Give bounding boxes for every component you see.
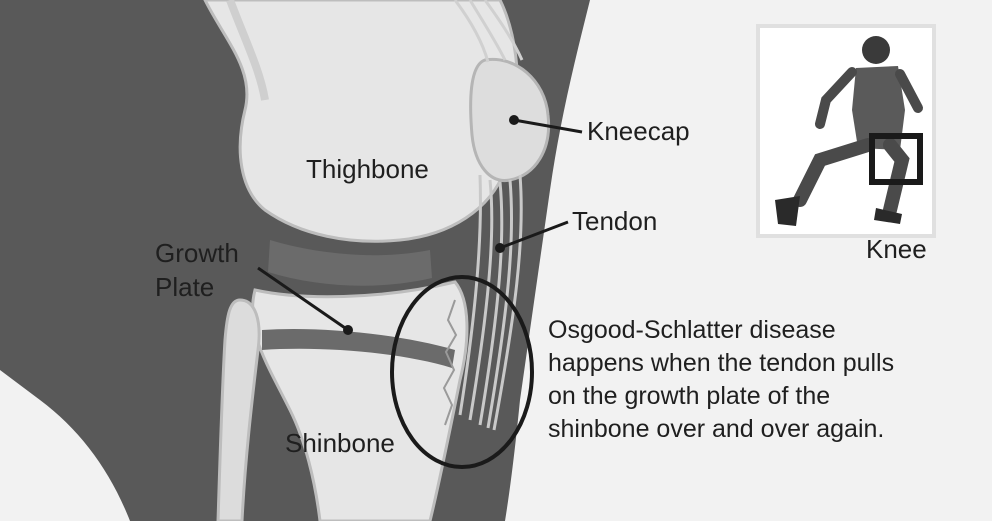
- caption-line-4: shinbone over and over again.: [548, 415, 884, 443]
- shinbone-label: Shinbone: [285, 428, 395, 458]
- growth-plate-label-line1: Growth: [155, 238, 239, 268]
- caption-line-1: Osgood-Schlatter disease: [548, 316, 836, 344]
- tendon-pointer-dot: [495, 243, 505, 253]
- growth-plate-pointer-dot: [343, 325, 353, 335]
- caption-line-2: happens when the tendon pulls: [548, 349, 894, 377]
- kneecap-label: Kneecap: [587, 116, 690, 146]
- tendon-label: Tendon: [572, 206, 657, 236]
- caption-line-3: on the growth plate of the: [548, 382, 830, 410]
- thighbone-label: Thighbone: [306, 154, 429, 184]
- kneecap-pointer-dot: [509, 115, 519, 125]
- growth-plate-label-line2: Plate: [155, 272, 214, 302]
- knee-label: Knee: [866, 234, 927, 264]
- runner-inset: Knee: [758, 26, 934, 264]
